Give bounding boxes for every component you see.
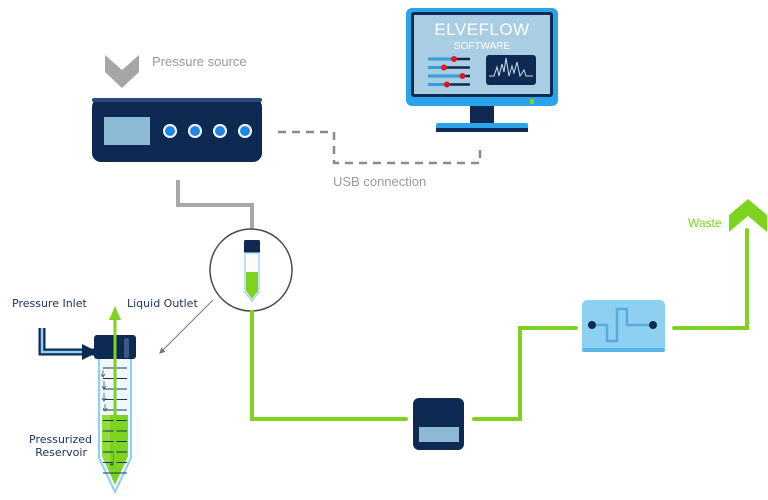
slider-handle[interactable] bbox=[451, 56, 458, 62]
slider-handle[interactable] bbox=[440, 64, 447, 71]
controller-knob[interactable] bbox=[213, 124, 227, 138]
reservoir-label-line1: Pressurized bbox=[29, 433, 93, 446]
monitor-brand: ELVEFLOW bbox=[434, 20, 529, 39]
microfluidic-chip[interactable] bbox=[582, 300, 665, 352]
pressurized-reservoir[interactable] bbox=[38, 306, 136, 495]
computer-monitor[interactable]: ELVEFLOW SOFTWARE bbox=[406, 8, 558, 132]
usb-connection-label: USB connection bbox=[333, 174, 427, 189]
waste-label: Waste bbox=[688, 216, 722, 230]
pressure-source-label: Pressure source bbox=[152, 54, 247, 69]
pressurized-reservoir-label: Pressurized Reservoir bbox=[29, 433, 92, 459]
flow-sensor[interactable] bbox=[413, 398, 464, 450]
pressure-source-arrow-icon bbox=[105, 55, 139, 88]
pressure-tubing bbox=[176, 180, 254, 232]
controller-knob[interactable] bbox=[163, 124, 177, 138]
liquid-line-to-sensor bbox=[250, 310, 408, 421]
reservoir-zoom-callout bbox=[159, 228, 293, 354]
monitor-subtitle: SOFTWARE bbox=[454, 41, 511, 52]
waveform-icon bbox=[489, 57, 533, 78]
software-slider[interactable] bbox=[428, 73, 470, 79]
reservoir-label-line2: Reservoir bbox=[35, 446, 87, 459]
controller-knob[interactable] bbox=[238, 124, 252, 138]
software-slider[interactable] bbox=[428, 81, 470, 88]
usb-cable bbox=[278, 130, 482, 165]
controller-display bbox=[104, 117, 150, 145]
liquid-line-to-chip bbox=[472, 326, 578, 421]
slider-handle[interactable] bbox=[459, 73, 466, 79]
software-slider[interactable] bbox=[428, 64, 470, 71]
liquid-outlet-label: Liquid Outlet bbox=[127, 297, 198, 310]
slider-handle[interactable] bbox=[443, 81, 450, 88]
waste-arrow-icon bbox=[729, 199, 767, 232]
power-led bbox=[530, 99, 534, 104]
pressure-controller[interactable] bbox=[92, 98, 262, 162]
pressure-inlet-label: Pressure Inlet bbox=[12, 297, 87, 310]
software-slider[interactable] bbox=[428, 56, 470, 62]
liquid-line-to-waste bbox=[672, 228, 749, 330]
controller-knob[interactable] bbox=[188, 124, 202, 138]
